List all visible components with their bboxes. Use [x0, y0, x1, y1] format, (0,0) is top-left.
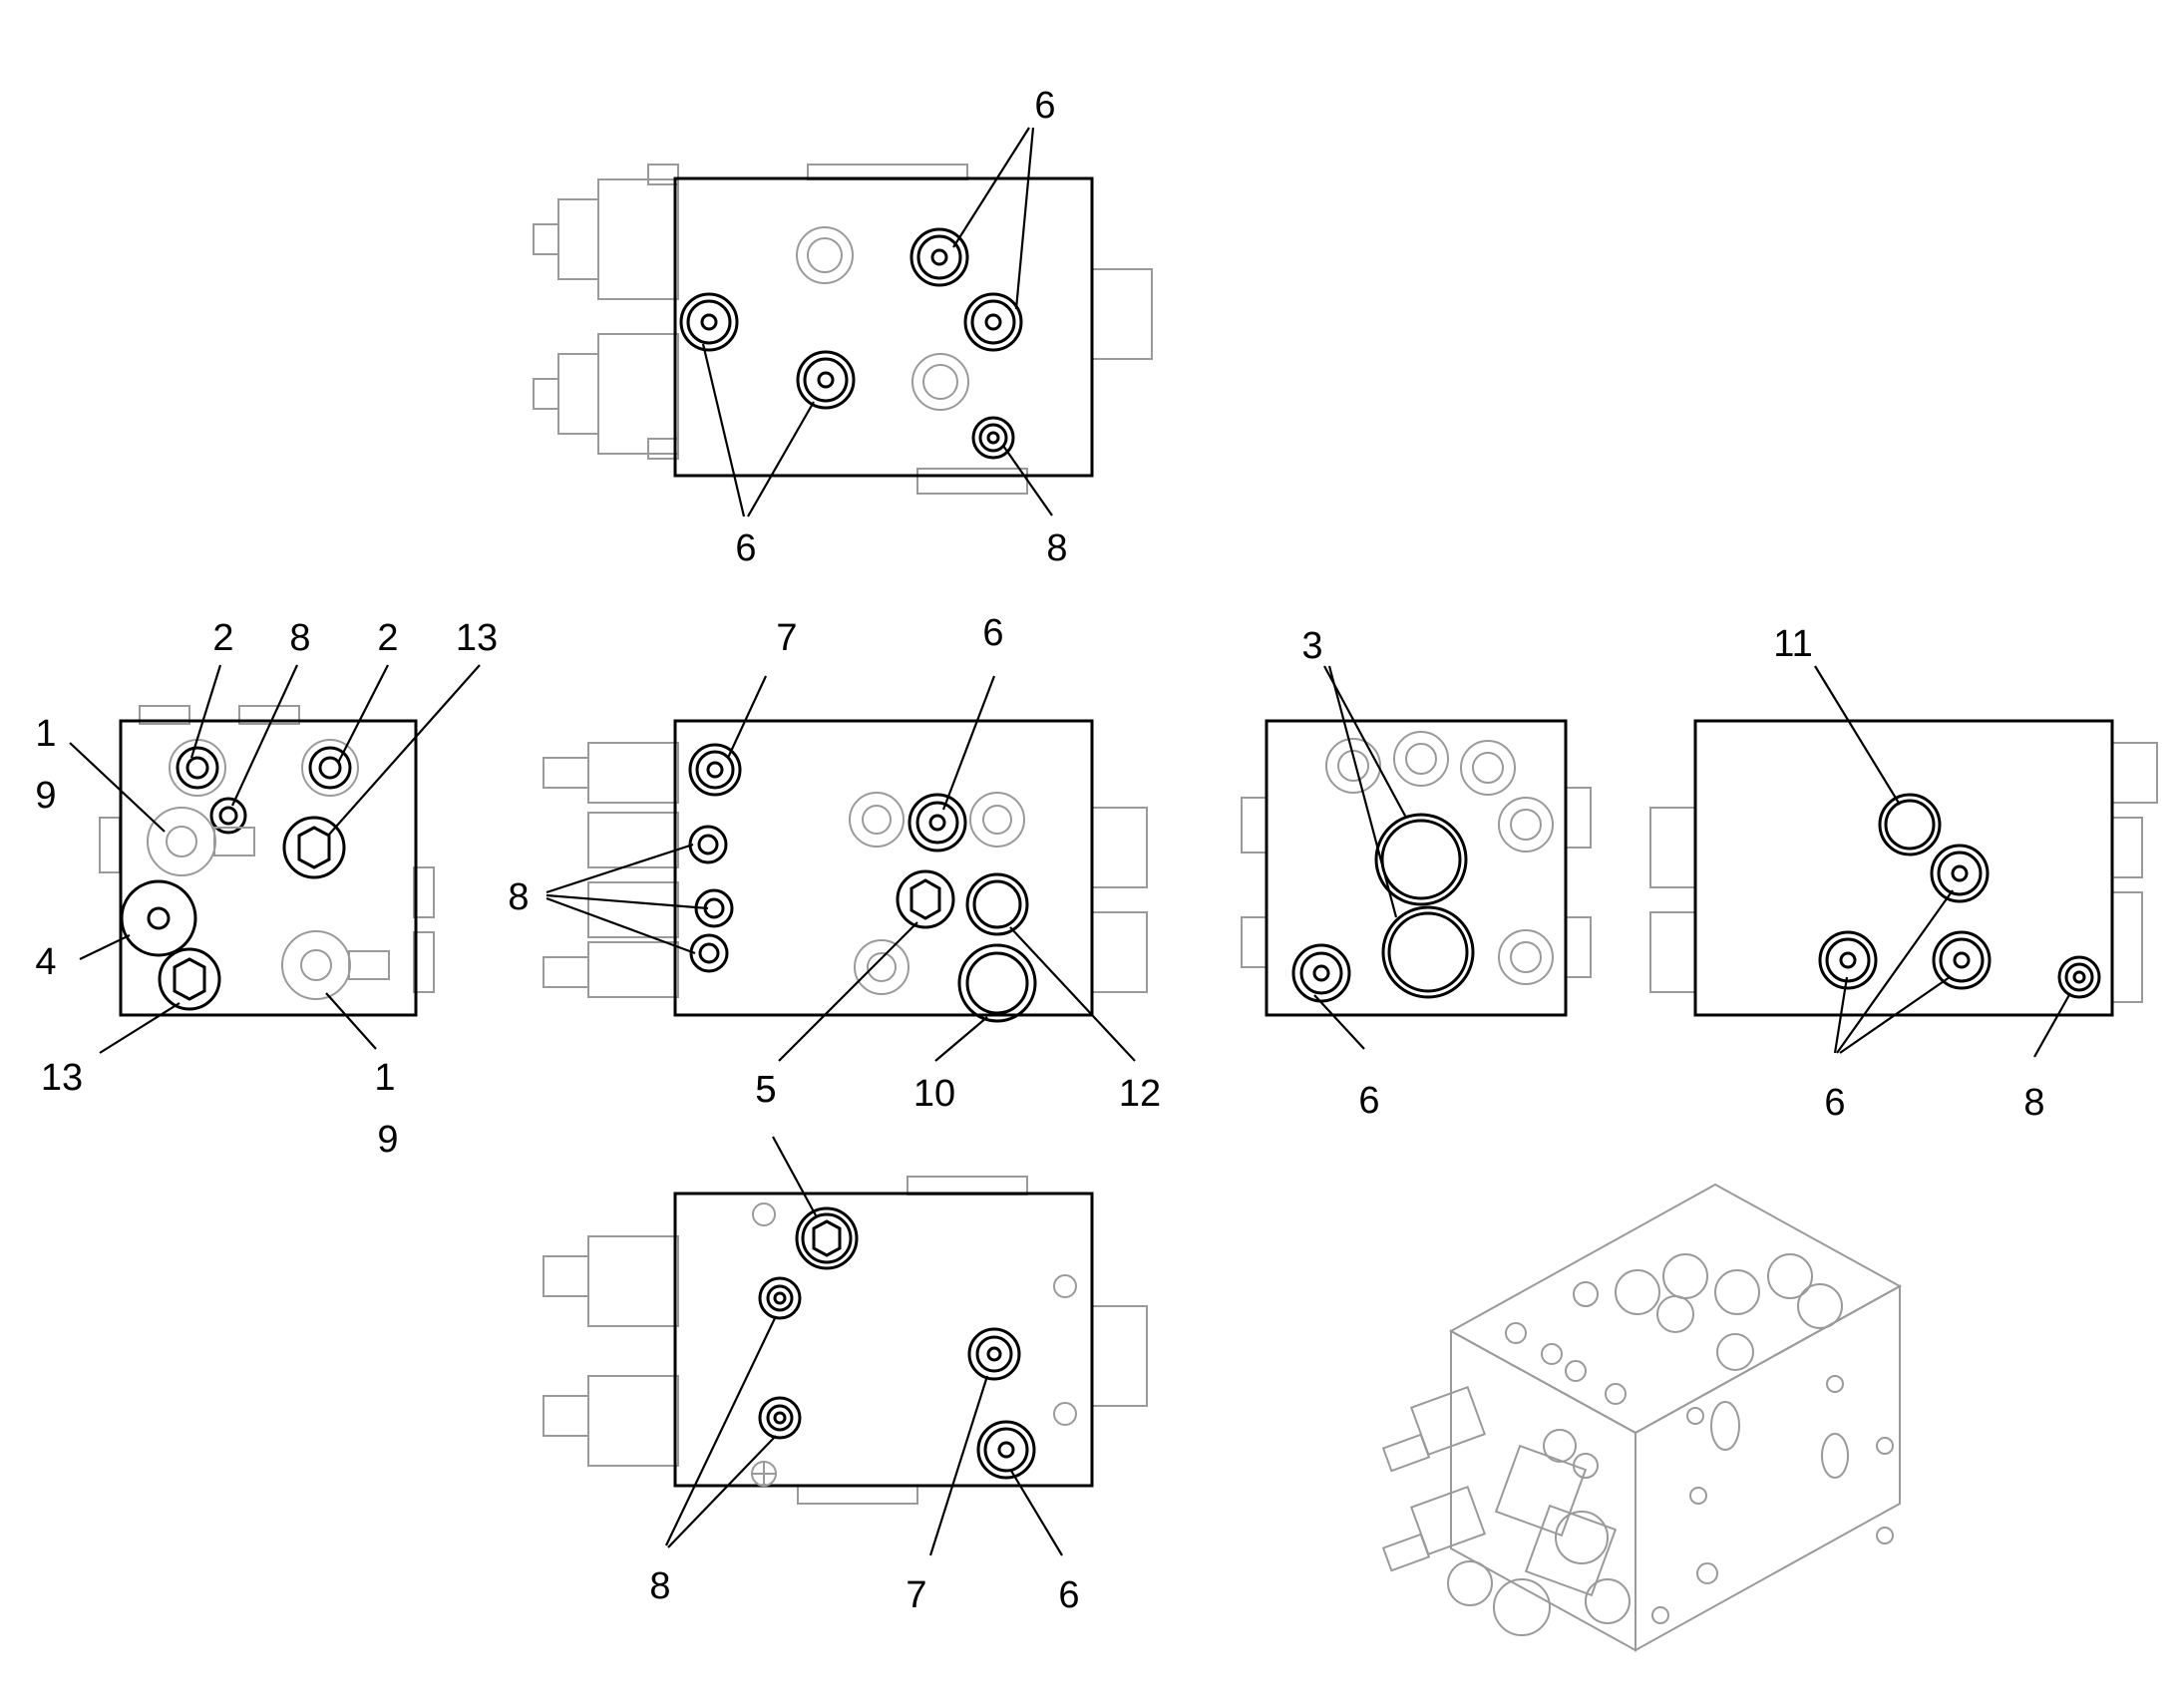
back-label: 8	[2023, 1082, 2044, 1124]
left-label: 2	[212, 617, 233, 659]
left-label: 13	[41, 1057, 83, 1099]
back-label: 6	[1824, 1082, 1845, 1124]
front-label: 7	[776, 617, 797, 659]
top-view-port	[796, 350, 856, 410]
right-narrow-label: 6	[1358, 1080, 1379, 1122]
right-narrow-view-body	[1265, 719, 1568, 1017]
top-view: 6 6 8	[533, 85, 1153, 569]
front-label: 12	[1119, 1073, 1161, 1115]
front-label: 8	[508, 876, 529, 918]
back-label: 11	[1773, 623, 1812, 665]
top-view-port	[679, 292, 739, 352]
top-view-solenoids	[533, 164, 679, 460]
isometric-view	[1381, 1183, 1903, 1652]
bottom-view-body	[673, 1192, 1094, 1488]
top-view-port	[963, 292, 1023, 352]
left-view: 2 8 2 13 1 9 4 13 1 9	[35, 617, 498, 1161]
top-label: 6	[1034, 85, 1055, 127]
front-label: 10	[913, 1073, 955, 1115]
front-label: 6	[982, 612, 1003, 654]
top-view-body	[673, 176, 1094, 478]
right-narrow-view: 3 6	[1241, 625, 1592, 1122]
bottom-label: 5	[755, 1069, 776, 1111]
left-view-body	[119, 719, 418, 1017]
front-label: 5	[755, 1069, 776, 1111]
top-label: 8	[1046, 527, 1067, 569]
front-view: 7 6 8 5 10 12	[508, 612, 1161, 1115]
bottom-label: 7	[906, 1574, 926, 1616]
top-view-port	[909, 227, 969, 287]
left-label: 2	[377, 617, 398, 659]
bottom-view: 5 8 7 6	[543, 1069, 1148, 1616]
bottom-label: 6	[1058, 1574, 1079, 1616]
left-label: 4	[35, 941, 56, 983]
right-narrow-label: 3	[1301, 625, 1322, 667]
left-label: 1	[35, 713, 56, 755]
left-label: 13	[456, 617, 498, 659]
back-view: 11 6 8	[1649, 623, 2158, 1124]
front-view-body	[673, 719, 1094, 1017]
left-label: 8	[289, 617, 310, 659]
left-label: 9	[377, 1119, 398, 1161]
bottom-label: 8	[649, 1565, 670, 1607]
top-label: 6	[735, 527, 756, 569]
left-label: 1	[374, 1057, 395, 1099]
top-view-port-small	[971, 416, 1015, 460]
left-label: 9	[35, 775, 56, 817]
back-view-body	[1693, 719, 2114, 1017]
